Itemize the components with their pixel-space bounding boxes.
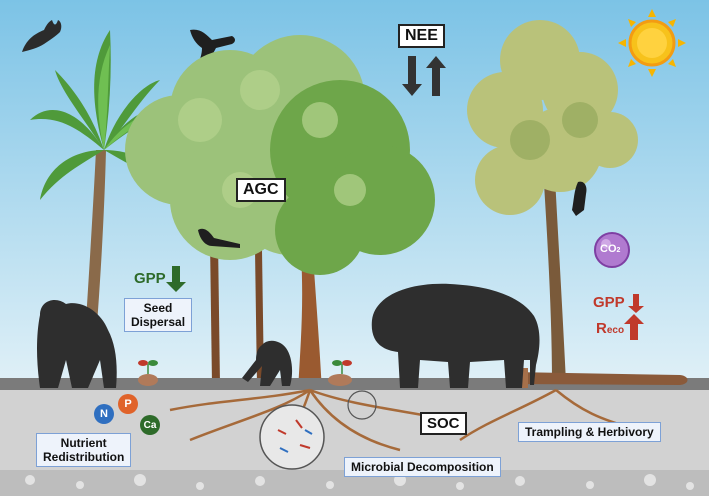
gpp-right-label: GPP [593,294,625,311]
nutrient-ca-icon: Ca [140,415,160,435]
reco-label: Reco [596,320,624,337]
seed-dispersal-label: Seed Dispersal [124,298,192,332]
agc-label: AGC [236,178,286,202]
microbial-decomposition-label: Microbial Decomposition [344,457,501,477]
gpp-left-label: GPP [134,270,166,287]
seedling-left-icon [138,360,148,366]
trampling-herbivory-label: Trampling & Herbivory [518,422,661,442]
nee-label: NEE [398,24,445,48]
seedling-right-icon [332,360,342,366]
microbe-zoom-circle [260,405,324,469]
nutrient-n-icon: N [94,404,114,424]
nutrient-p-icon: P [118,394,138,414]
soc-label: SOC [420,412,467,435]
co2-label: CO2 [600,243,620,255]
nutrient-redistribution-label: Nutrient Redistribution [36,433,131,467]
